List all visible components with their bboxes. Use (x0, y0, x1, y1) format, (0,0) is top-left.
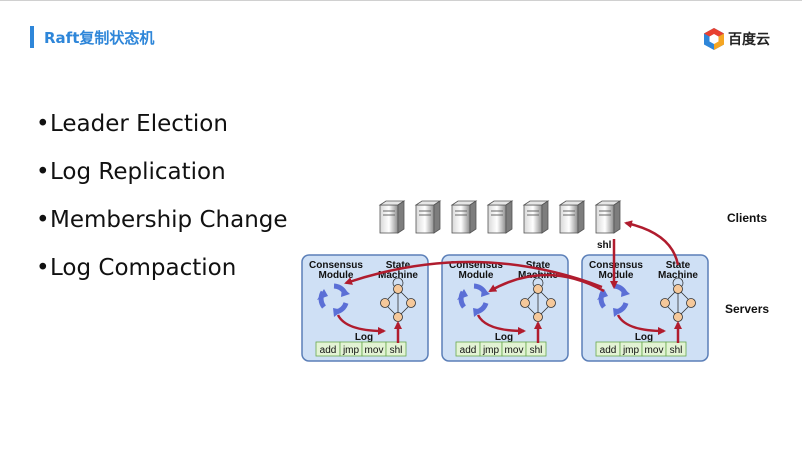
brand-logo: 百度云 (703, 27, 770, 51)
client-server-icon (415, 200, 441, 234)
bullet-text: Membership Change (50, 207, 288, 233)
log-label: Log (495, 332, 513, 343)
log-entry: shl (390, 345, 403, 356)
log-entry: add (600, 345, 617, 356)
state-label-line2: Machine (658, 270, 698, 281)
replicate-arrow-server2 (488, 273, 605, 293)
log-entry: add (460, 345, 477, 356)
server-box: Consensus Module State Machine Log add j… (581, 254, 709, 362)
log-label: Log (355, 332, 373, 343)
command-label: shl (597, 240, 612, 251)
slide-title: Raft复制状态机 (44, 29, 155, 47)
state-label-line1: State (666, 260, 691, 271)
apply-arrow (336, 314, 386, 335)
apply-arrow (476, 314, 526, 335)
log-entry: jmp (622, 345, 640, 356)
bullet-text: Leader Election (50, 111, 228, 137)
bullet-text: Log Compaction (50, 255, 237, 281)
log-entry: mov (365, 345, 384, 356)
log-entry: mov (505, 345, 524, 356)
log-entry: jmp (482, 345, 500, 356)
bullet-item: •Leader Election (36, 111, 228, 137)
brand-name: 百度云 (728, 32, 770, 48)
log-entries: add jmp mov shl (315, 341, 407, 357)
bullet-item: •Membership Change (36, 207, 288, 233)
state-label-line1: State (386, 260, 411, 271)
raft-diagram: Clients shl Consensus Module State Machi… (301, 200, 769, 362)
replicate-arrow-server1 (344, 260, 603, 289)
apply-arrow (616, 314, 666, 335)
state-label-line1: State (526, 260, 551, 271)
consensus-label-line2: Module (599, 270, 634, 281)
log-entry: shl (670, 345, 683, 356)
log-label: Log (635, 332, 653, 343)
log-entry: jmp (342, 345, 360, 356)
bullet-text: Log Replication (50, 159, 226, 185)
client-server-icon (487, 200, 513, 234)
bullet-item: •Log Replication (36, 159, 226, 185)
bullet-list: •Leader Election •Log Replication •Membe… (36, 109, 288, 301)
log-entry: mov (645, 345, 664, 356)
log-entry: shl (530, 345, 543, 356)
log-entries: add jmp mov shl (455, 341, 547, 357)
consensus-label-line2: Module (319, 270, 354, 281)
log-entry: add (320, 345, 337, 356)
consensus-label-line1: Consensus (449, 260, 503, 271)
consensus-label-line2: Module (459, 270, 494, 281)
cube-logo-icon (704, 28, 724, 50)
client-server-icon (379, 200, 405, 234)
server-box: Consensus Module State Machine Log add j… (301, 254, 429, 362)
log-entries: add jmp mov shl (595, 341, 687, 357)
client-server-icon (523, 200, 549, 234)
bullet-item: •Log Compaction (36, 255, 237, 281)
client-server-icon (595, 200, 621, 234)
servers-label: Servers (725, 302, 769, 316)
state-label-line2: Machine (378, 270, 418, 281)
consensus-label-line1: Consensus (309, 260, 363, 271)
client-response-arrow (624, 220, 680, 266)
client-server-icon (559, 200, 585, 234)
clients-label: Clients (727, 211, 767, 225)
title-accent-bar (30, 26, 34, 48)
consensus-label-line1: Consensus (589, 260, 643, 271)
client-server-icon (451, 200, 477, 234)
